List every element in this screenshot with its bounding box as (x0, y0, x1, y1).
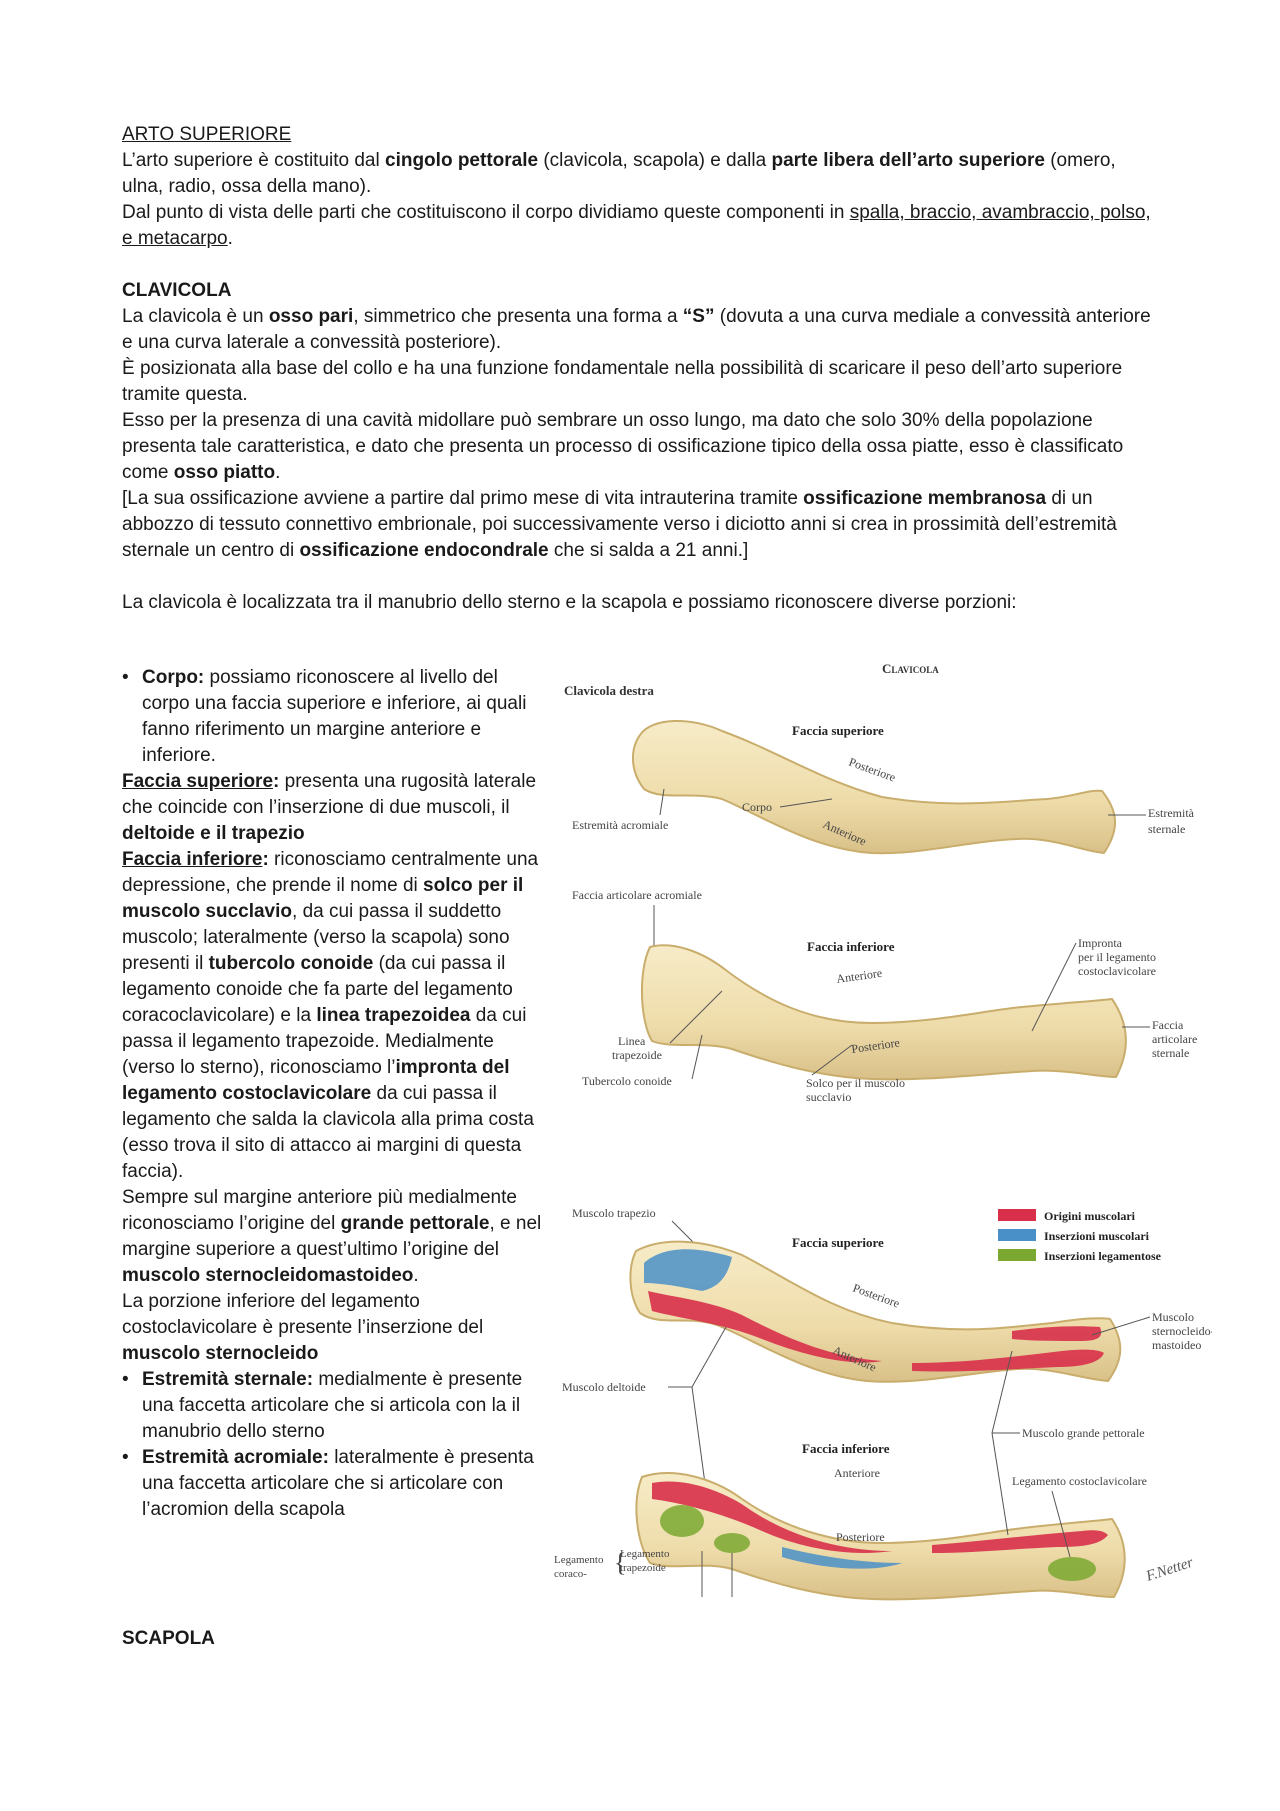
label-faccia-articolare-acromiale: Faccia articolare acromiale (572, 888, 702, 902)
legend-swatch-green (998, 1249, 1036, 1261)
panel-muscles-superior: Muscolo trapezio Faccia superiore Poster… (562, 1206, 1212, 1492)
label-estremita-acromiale: Estremità acromiale (572, 818, 668, 832)
clavicle-bone-ligaments-inferior (635, 1472, 1126, 1601)
label-tubercolo-conoide: Tubercolo conoide (582, 1074, 672, 1088)
label-faccia-articolare-sternale-1: Faccia (1152, 1018, 1184, 1032)
legend-origini: Origini muscolari (1044, 1209, 1136, 1223)
section-heading-arto-superiore: ARTO SUPERIORE (122, 124, 292, 145)
legend-legamentose: Inserzioni legamentose (1044, 1249, 1162, 1263)
label-faccia-articolare-sternale-3: sternale (1152, 1046, 1189, 1060)
brace-glyph: { (614, 1548, 626, 1577)
attachment-pettorale (912, 1349, 1104, 1372)
label-impronta-3: costoclavicolare (1078, 964, 1156, 978)
attachment-trapezio (644, 1249, 732, 1291)
label-anteriore-2: Anteriore (835, 966, 882, 986)
label-impronta-1: Impronta (1078, 936, 1123, 950)
faccia-inferiore-text: Faccia inferiore: riconosciamo centralme… (122, 849, 539, 1182)
attachment-deltoide-inferior (652, 1481, 892, 1553)
label-anteriore-4: Anteriore (834, 1466, 880, 1480)
label-posteriore-3: Posteriore (851, 1281, 902, 1311)
label-linea-1: Linea (618, 1034, 646, 1048)
legend-swatch-blue (998, 1229, 1036, 1241)
clavicle-bone-superior (632, 720, 1117, 855)
netter-signature: F.Netter (1143, 1555, 1195, 1586)
label-corpo: Corpo (742, 800, 772, 814)
label-posteriore-1: Posteriore (847, 755, 898, 785)
label-estremita-sternale-1: Estremità (1148, 806, 1195, 820)
attachment-deltoide (648, 1291, 882, 1363)
legend: Origini muscolari Inserzioni muscolari I… (998, 1209, 1162, 1263)
figure-subtitle: Clavicola destra (564, 683, 654, 698)
clavicola-paragraph-2: È posizionata alla base del collo e ha u… (122, 358, 1123, 405)
clavicola-paragraph-5: La clavicola è localizzata tra il manubr… (122, 592, 1017, 613)
clavicola-paragraph-3: Esso per la presenza di una cavità midol… (122, 410, 1124, 483)
legend-swatch-red (998, 1209, 1036, 1221)
label-faccia-inferiore-2: Faccia inferiore (802, 1441, 890, 1456)
panel-inferior-view: Faccia articolare acromiale Faccia infer… (572, 888, 1197, 1104)
attachment-legamento-costoclavicolare (1048, 1557, 1096, 1581)
label-muscolo-trapezio: Muscolo trapezio (572, 1206, 656, 1220)
porzione-inferiore-text: La porzione inferiore del legamento cost… (122, 1291, 484, 1364)
label-leg-coraco-1: Legamento (554, 1554, 604, 1566)
label-faccia-superiore: Faccia superiore (792, 723, 884, 738)
intro-paragraph-2: Dal punto di vista delle parti che costi… (122, 202, 1151, 249)
label-muscolo-grande-pettorale: Muscolo grande pettorale (1022, 1426, 1145, 1440)
attachment-scm (1012, 1326, 1102, 1341)
clavicle-bone-inferior (640, 944, 1127, 1081)
label-legamento-costoclavicolare: Legamento costoclavicolare (1012, 1474, 1147, 1488)
label-leg-coraco-2: coraco- (554, 1568, 587, 1580)
label-faccia-inferiore: Faccia inferiore (807, 939, 895, 954)
clavicola-paragraph-4: [La sua ossificazione avviene a partire … (122, 488, 1117, 561)
section-heading-scapola: SCAPOLA (122, 1628, 215, 1649)
label-linea-2: trapezoide (612, 1048, 662, 1062)
label-posteriore-2: Posteriore (850, 1035, 900, 1056)
label-scm-3: mastoideo (1152, 1338, 1201, 1352)
margine-anteriore-text: Sempre sul margine anteriore più medialm… (122, 1187, 542, 1286)
panel-superior-view: Faccia superiore Posteriore Anteriore Co… (572, 720, 1195, 855)
legend-inserzioni: Inserzioni muscolari (1044, 1229, 1150, 1243)
label-leg-trap-2: trapezoide (620, 1562, 666, 1574)
panel-ligaments-inferior: Faccia inferiore Anteriore Posteriore Mu… (554, 1350, 1195, 1601)
label-muscolo-deltoide: Muscolo deltoide (562, 1380, 646, 1394)
attachment-legamento-trapezoide (714, 1533, 750, 1553)
faccia-superiore-text: Faccia superiore: presenta una rugosità … (122, 771, 537, 844)
label-faccia-superiore-2: Faccia superiore (792, 1235, 884, 1250)
list-item-estremita-acromiale: Estremità acromiale: lateralmente è pres… (122, 1445, 547, 1523)
list-item-estremita-sternale: Estremità sternale: medialmente è presen… (122, 1367, 547, 1445)
attachment-succlavio (782, 1547, 902, 1569)
label-posteriore-4: Posteriore (836, 1530, 885, 1544)
label-solco-1: Solco per il muscolo (806, 1076, 905, 1090)
label-solco-2: succlavio (806, 1090, 851, 1104)
portions-list: Corpo: possiamo riconoscere al livello d… (122, 665, 547, 1523)
clavicola-paragraph-1: La clavicola è un osso pari, simmetrico … (122, 306, 1151, 353)
label-scm-1: Muscolo (1152, 1310, 1194, 1324)
label-leg-trap-1: Legamento (620, 1548, 670, 1560)
label-impronta-2: per il legamento (1078, 950, 1156, 964)
section-heading-clavicola: CLAVICOLA (122, 280, 232, 301)
list-item-corpo: Corpo: possiamo riconoscere al livello d… (122, 665, 547, 769)
label-scm-2: sternocleido- (1152, 1324, 1212, 1338)
figure-title: Clavicola (882, 661, 939, 676)
label-estremita-sternale-2: sternale (1148, 822, 1185, 836)
attachment-legamento-coracoclavicolare (660, 1505, 704, 1537)
intro-section: ARTO SUPERIORE L’arto superiore è costit… (122, 122, 1162, 616)
intro-paragraph-1: L’arto superiore è costituito dal cingol… (122, 150, 1116, 197)
clavicle-illustration: Clavicola Clavicola destra Faccia superi… (554, 661, 1212, 1601)
label-faccia-articolare-sternale-2: articolare (1152, 1032, 1197, 1046)
